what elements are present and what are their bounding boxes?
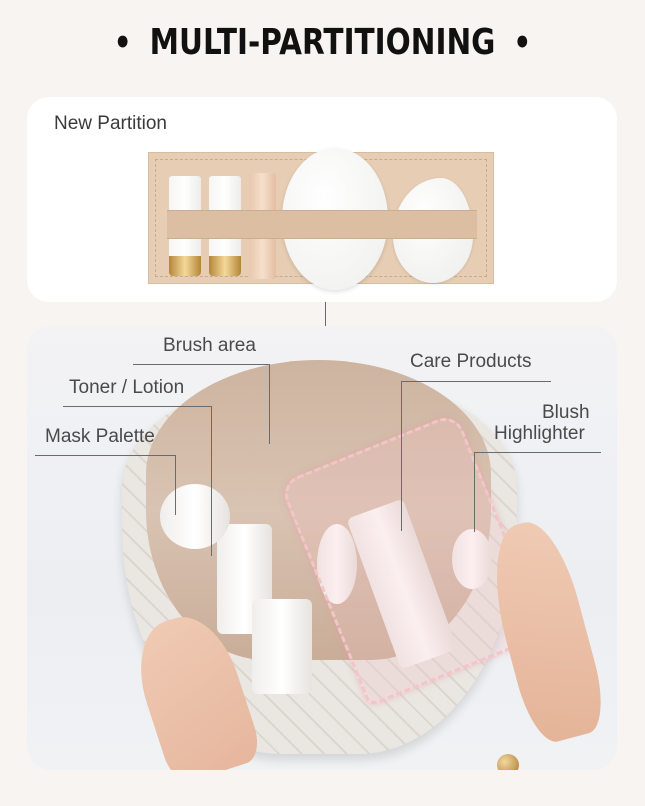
label-toner-lotion: Toner / Lotion	[69, 377, 185, 398]
title-text: MULTI-PARTITIONING	[149, 22, 496, 63]
label-brush-area: Brush area	[163, 335, 256, 356]
label-mask-palette: Mask Palette	[45, 426, 155, 447]
new-partition-label: New Partition	[54, 113, 167, 134]
blush-highlighter-pointer	[474, 452, 475, 532]
mask-palette-line	[35, 455, 175, 456]
brush-area-pointer	[269, 364, 270, 444]
blush-compact	[452, 529, 492, 589]
lotion-bottle	[252, 599, 312, 694]
cosmetic-bag-image	[122, 354, 547, 770]
title-bullet-right: •	[513, 23, 532, 63]
toner-lotion-line	[63, 406, 211, 407]
elastic-band	[167, 210, 477, 239]
sponge-item	[317, 524, 357, 604]
care-products-line	[401, 381, 551, 382]
bag-interior-card: Brush area Toner / Lotion Mask Palette C…	[27, 326, 617, 770]
label-care-products: Care Products	[410, 351, 532, 372]
label-highlighter: Highlighter	[494, 423, 585, 444]
lipstick-cap	[169, 256, 201, 276]
mask-palette	[160, 484, 230, 549]
page-title: • MULTI-PARTITIONING •	[58, 22, 587, 63]
blush-highlighter-line	[474, 452, 601, 453]
mask-palette-pointer	[175, 455, 176, 515]
toner-lotion-pointer	[211, 406, 212, 556]
partition-insert-image	[148, 148, 494, 290]
brush-area-line	[133, 364, 269, 365]
new-partition-card: New Partition	[27, 97, 617, 302]
lipstick-cap	[209, 256, 241, 276]
care-products-pointer	[401, 381, 402, 531]
zipper-pull	[497, 754, 519, 770]
label-blush: Blush	[542, 402, 590, 423]
title-bullet-left: •	[113, 23, 132, 63]
